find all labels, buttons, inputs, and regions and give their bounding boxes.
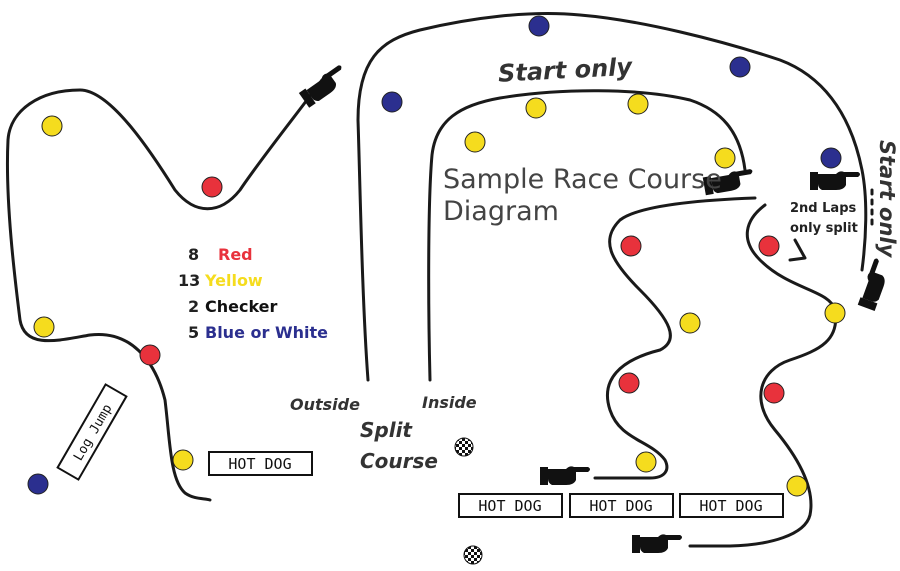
yellow-cone [525,97,547,119]
yellow-cone [679,312,701,334]
red-cone [201,176,223,198]
hot-dog-obstacle: HOT DOG [679,493,784,518]
course-line-left-loop [5,78,324,502]
blue-cone [820,147,842,169]
diagram-title-line2: Diagram [443,196,559,227]
start-only-top-label: Start only [497,53,634,88]
red-cone [758,235,780,257]
hot-dog-obstacle: HOT DOG [458,493,563,518]
pointing-hand-icon [632,534,682,553]
split-label: Split [360,418,413,442]
yellow-cone [41,115,63,137]
legend-count-blue: 5 [188,323,199,342]
blue-cone [528,15,550,37]
log-jump-obstacle: Log Jump [56,383,128,481]
blue-cone [27,473,49,495]
course-line-inner-zigzag [593,196,757,480]
hot-dog-label: HOT DOG [228,455,291,473]
red-cone [618,372,640,394]
legend: 8 Red 13 Yellow 2 Checker 5 Blue or Whit… [178,245,328,342]
legend-label-blue: Blue or White [205,323,328,342]
inside-label: Inside [422,393,477,412]
blue-cone [729,56,751,78]
red-cone [763,382,785,404]
second-laps-label-line1: 2nd Laps [790,201,856,216]
checker-marker [454,437,474,457]
hot-dog-obstacle: HOT DOG [569,493,674,518]
yellow-cone [627,93,649,115]
legend-label-red: Red [218,245,253,264]
hot-dog-label: HOT DOG [699,497,762,515]
red-cone [139,344,161,366]
yellow-cone [635,451,657,473]
red-cone [620,235,642,257]
legend-count-red: 8 [188,245,199,264]
yellow-cone [824,302,846,324]
diagram-title-line1: Sample Race Course [443,164,722,195]
outside-label: Outside [290,395,360,414]
yellow-cone [464,131,486,153]
legend-label-checker: Checker [205,297,278,316]
yellow-cone [786,475,808,497]
course-line-outside [356,12,868,382]
pointing-hand-icon [540,466,590,485]
second-laps-label-line2: only split [790,221,858,236]
hot-dog-label: HOT DOG [478,497,541,515]
course-line-outer-zigzag [688,203,838,548]
hot-dog-label: HOT DOG [589,497,652,515]
legend-count-checker: 2 [188,297,199,316]
blue-cone [381,91,403,113]
start-only-side-label: Start only [875,140,899,259]
pointing-hand-icon [298,63,351,108]
yellow-cone [172,449,194,471]
yellow-cone [714,147,736,169]
pointing-hand-icon [810,171,860,190]
checker-marker [463,545,483,565]
course-line-inside [427,89,747,382]
second-laps-split-line [788,238,807,262]
course-label: Course [360,449,438,473]
legend-count-yellow: 13 [178,271,200,290]
yellow-cone [33,316,55,338]
hot-dog-obstacle: HOT DOG [208,451,313,476]
legend-label-yellow: Yellow [204,271,263,290]
